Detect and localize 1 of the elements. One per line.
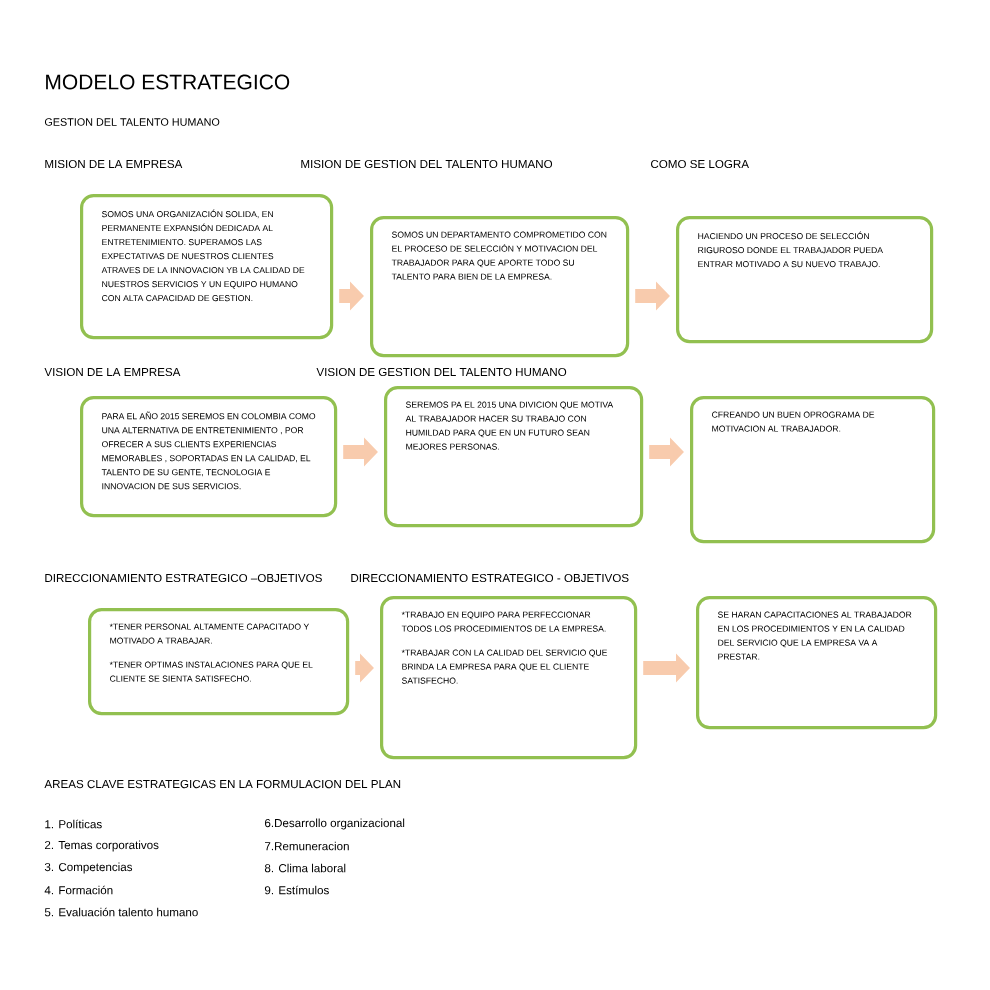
title: MODELO ESTRATEGICO bbox=[46, 74, 290, 90]
